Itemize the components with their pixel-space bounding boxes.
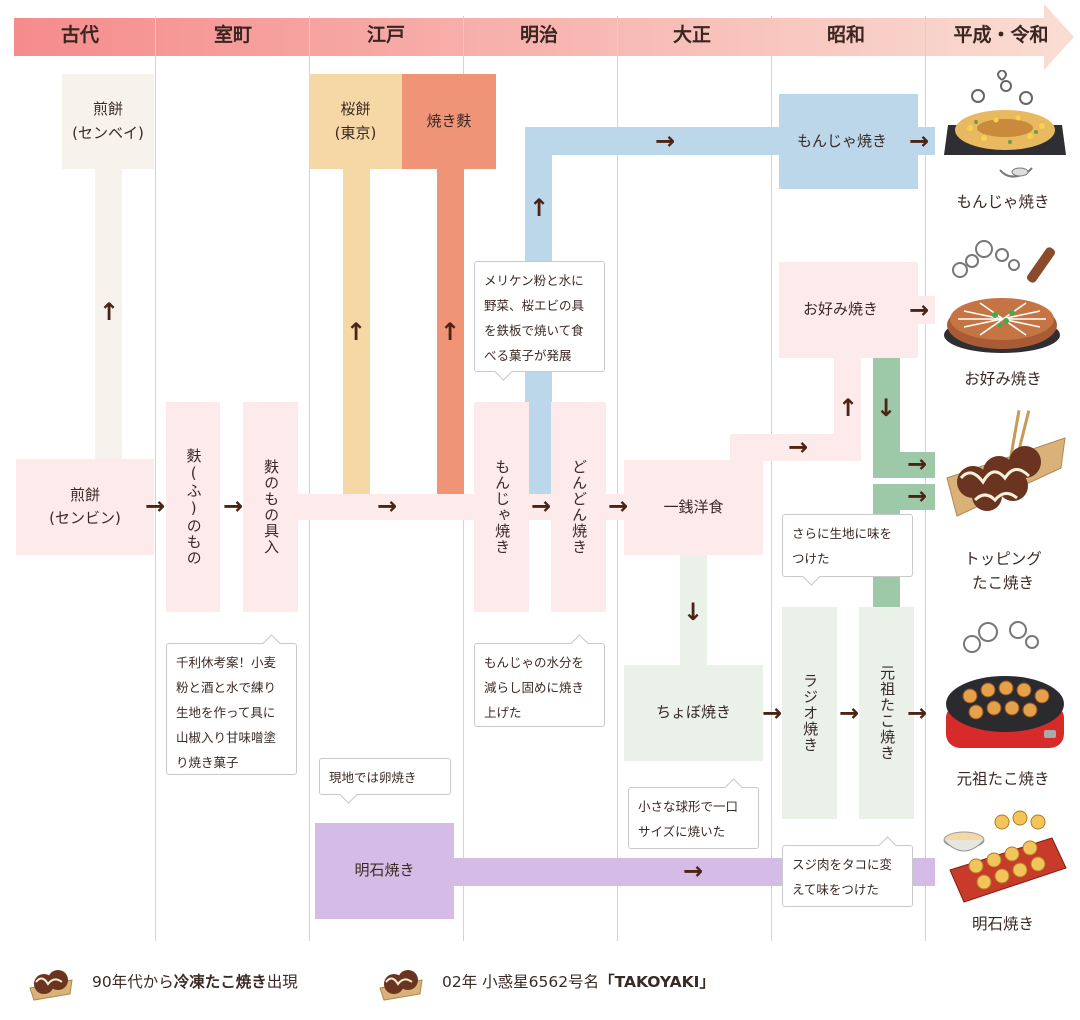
era-divider (925, 16, 926, 941)
era-divider (771, 16, 772, 941)
food-label-topping: トッピング たこ焼き (964, 550, 1042, 593)
akashi-box: 明石焼き (315, 823, 454, 919)
era-muromachi: 室町 (213, 24, 252, 46)
note-small-ball: 小さな球形で一口サイズに焼いた (628, 787, 759, 849)
arrow-up-icon: ↑ (528, 194, 550, 222)
food-label-akashi: 明石焼き (971, 915, 1034, 933)
takoyaki-boat-icon (29, 970, 73, 1001)
takoyaki-pan-icon (946, 621, 1064, 748)
note-text: メリケン粉と水に野菜、桜エビの具を鉄板で焼いて食べる菓子が発展 (484, 273, 585, 363)
era-divider (155, 16, 156, 941)
note-text: 千利休考案！小麦粉と酒と水で練り生地を作って具に山椒入り甘味噌塗り焼き菓子 (176, 655, 277, 770)
senbei-connector (95, 168, 122, 463)
era-meiji: 明治 (519, 24, 558, 46)
note-sen-no-rikyu: 千利休考案！小麦粉と酒と水で練り生地を作って具に山椒入り甘味噌塗り焼き菓子 (166, 643, 297, 775)
note-tako: スジ肉をタコに変えて味をつけた (782, 845, 913, 907)
ganso-showa-box: 元祖たこ焼き (859, 607, 914, 819)
arrow-right-icon: → (906, 450, 928, 478)
radio-yaki-box: ラジオ焼き (782, 607, 837, 819)
fu-no-mono-box: 麩(ふ)のもの (166, 402, 220, 612)
note-text: さらに生地に味をつけた (792, 526, 893, 566)
monja-showa-box: もんじゃ焼き (779, 94, 918, 189)
arrow-up-icon: ↑ (345, 318, 367, 346)
era-divider (617, 16, 618, 941)
senbei-box: 煎餅 (センベイ) (62, 74, 154, 169)
footer-text-bold: 「TAKOYAKI」 (599, 973, 715, 991)
arrow-right-icon: → (607, 492, 629, 520)
note-meriken: メリケン粉と水に野菜、桜エビの具を鉄板で焼いて食べる菓子が発展 (474, 261, 605, 372)
footer-text-pre: 02年 小惑星6562号名 (442, 973, 600, 991)
note-text: 現地では卵焼き (329, 770, 417, 785)
era-taisho: 大正 (672, 24, 711, 46)
arrow-right-icon: → (144, 492, 166, 520)
okonomiyaki-icon (944, 240, 1060, 353)
senpin-box: 煎餅 (センビン) (16, 459, 154, 555)
akashiyaki-icon (943, 810, 1067, 903)
era-heisei-reiwa: 平成・令和 (953, 24, 1049, 46)
note-monja-water: もんじゃの水分を減らし固めに焼き上げた (474, 643, 605, 727)
note-text: もんじゃの水分を減らし固めに焼き上げた (484, 655, 585, 720)
yaki-fu-box: 焼き麩 (402, 74, 496, 169)
footer-text-post: 出現 (266, 973, 298, 991)
topping-green-h (873, 452, 935, 478)
food-label-monja: もんじゃ焼き (956, 193, 1050, 211)
arrow-right-icon: → (908, 127, 930, 155)
arrow-right-icon: → (906, 699, 928, 727)
arrow-down-icon: ↓ (682, 598, 704, 626)
note-dough-taste: さらに生地に味をつけた (782, 514, 913, 577)
arrow-right-icon: → (838, 699, 860, 727)
era-showa: 昭和 (826, 24, 865, 46)
okonomi-branch-v (834, 356, 861, 461)
timeline-banner (14, 4, 1074, 70)
note-text: スジ肉をタコに変えて味をつけた (792, 857, 893, 897)
arrow-up-icon: ↑ (98, 298, 120, 326)
era-divider (309, 16, 310, 941)
sakura-mochi-box: 桜餅 (東京) (309, 74, 402, 169)
dondon-box: どんどん焼き (551, 402, 606, 612)
era-edo: 江戸 (366, 24, 405, 46)
footer-text-pre: 90年代から (92, 973, 174, 991)
food-label-okonomi: お好み焼き (964, 370, 1042, 388)
ganso-green-h (873, 484, 935, 510)
okonomi-showa-box: お好み焼き (779, 262, 918, 358)
footer-text-bold: 冷凍たこ焼き (173, 973, 267, 991)
okonomi-right-strip (915, 296, 935, 324)
monjayaki-icon (944, 70, 1066, 178)
arrow-right-icon: → (530, 492, 552, 520)
takoyaki-boat-icon (379, 970, 423, 1001)
food-label-ganso: 元祖たこ焼き (956, 770, 1050, 788)
fu-no-mono-gunyu-box: 麩のもの具入 (243, 402, 298, 612)
arrow-right-icon: → (682, 857, 704, 885)
choboyaki-box: ちょぼ焼き (624, 665, 763, 761)
sakura-connector (343, 168, 370, 494)
arrow-up-icon: ↑ (837, 394, 859, 422)
arrow-right-icon: → (222, 492, 244, 520)
choboyaki-connector (680, 553, 707, 665)
arrow-right-icon: → (376, 492, 398, 520)
footer-asteroid: 02年 小惑星6562号名「TAKOYAKI」 (442, 970, 715, 992)
monja-meiji-box: もんじゃ焼き (474, 402, 529, 612)
era-kodai: 古代 (60, 24, 99, 46)
topping-takoyaki-icon (946, 410, 1066, 517)
issen-yoshoku-box: 一銭洋食 (624, 460, 763, 555)
arrow-right-icon: → (654, 127, 676, 155)
note-text: 小さな球形で一口サイズに焼いた (638, 799, 739, 839)
arrow-right-icon: → (787, 433, 809, 461)
arrow-down-icon: ↓ (875, 394, 897, 422)
arrow-right-icon: → (761, 699, 783, 727)
arrow-right-icon: → (908, 296, 930, 324)
note-egg: 現地では卵焼き (319, 758, 451, 795)
arrow-up-icon: ↑ (439, 318, 461, 346)
yakifu-connector (437, 168, 464, 494)
footer-frozen-takoyaki: 90年代から冷凍たこ焼き出現 (92, 970, 298, 992)
arrow-right-icon: → (906, 482, 928, 510)
